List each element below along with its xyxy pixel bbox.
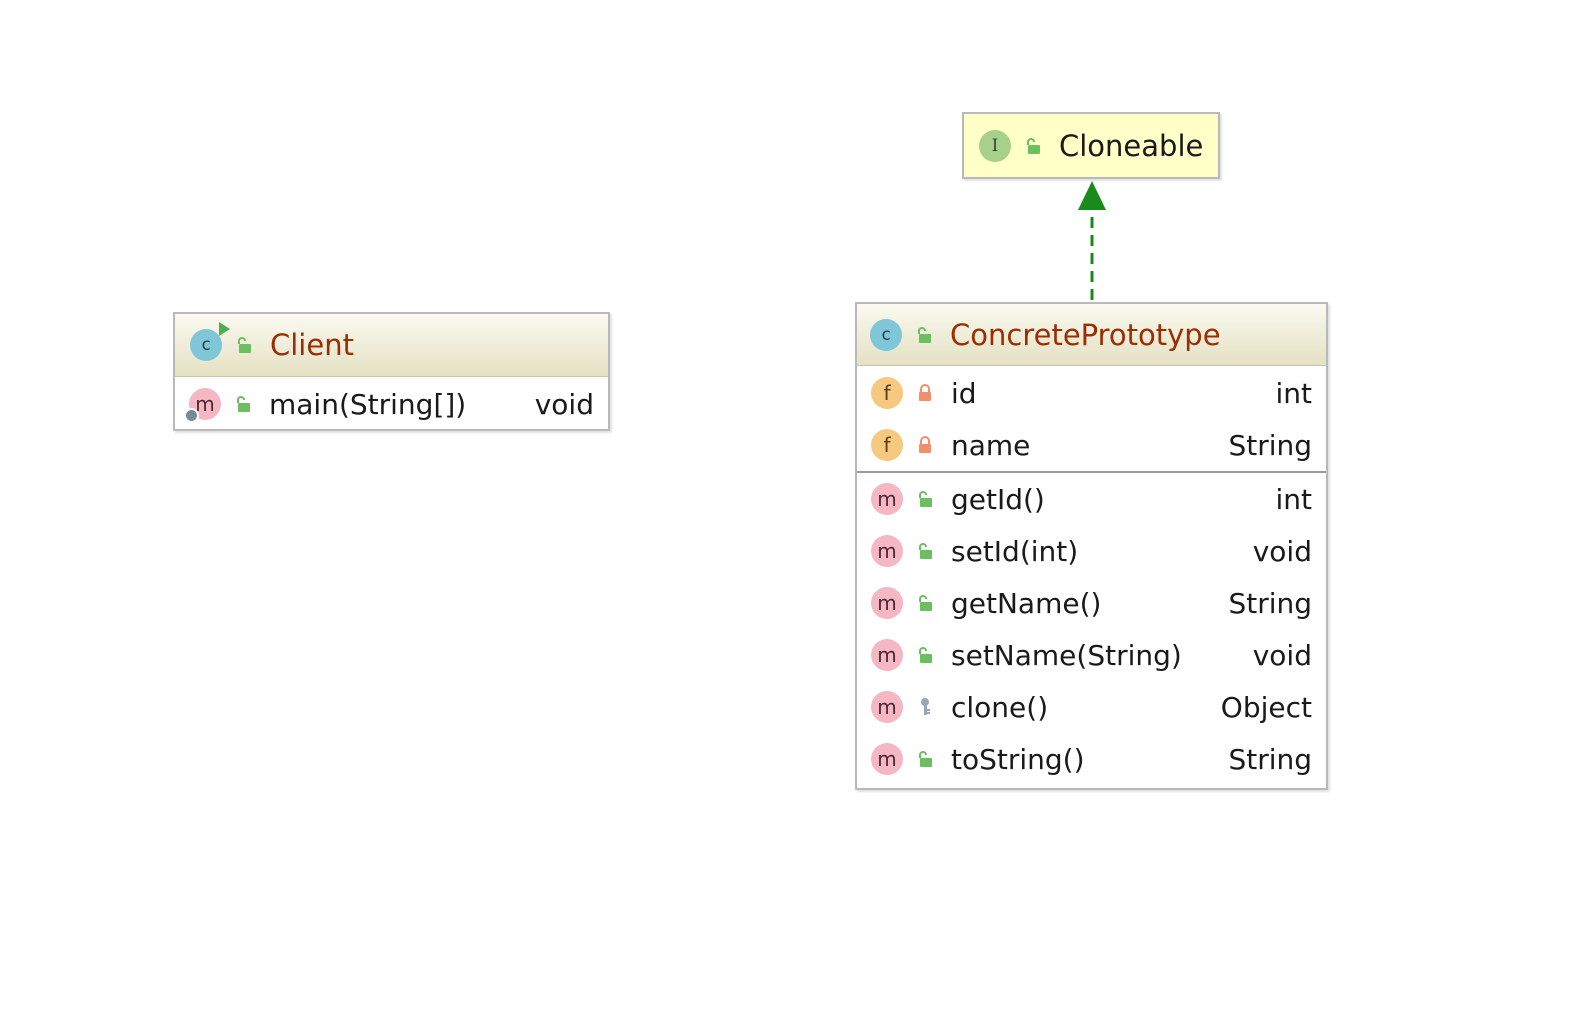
class-name: Client [270, 328, 354, 362]
method-name: setName(String) [951, 638, 1182, 672]
method-row[interactable]: m main(String[]) void [175, 377, 608, 431]
public-unlocked-icon [233, 394, 253, 414]
cloneable-interface-header[interactable]: I Cloneable [964, 114, 1218, 177]
private-lock-icon [915, 383, 935, 403]
method-return-type: void [534, 387, 594, 421]
public-unlocked-icon [1023, 136, 1043, 156]
cloneable-interface-box[interactable]: I Cloneable [962, 112, 1220, 179]
public-unlocked-icon [915, 593, 935, 613]
method-name: main(String[]) [269, 387, 467, 421]
interface-name: Cloneable [1059, 128, 1204, 163]
method-row[interactable]: m setName(String) void [857, 629, 1326, 681]
class-icon: c [870, 318, 902, 351]
field-type: String [1228, 428, 1312, 462]
field-name: id [951, 376, 977, 410]
class-name: ConcretePrototype [950, 317, 1221, 352]
public-unlocked-icon [234, 335, 254, 355]
public-unlocked-icon [915, 489, 935, 509]
static-icon [184, 408, 199, 423]
interface-icon: I [979, 129, 1011, 162]
method-return-type: String [1228, 742, 1312, 776]
client-class-header[interactable]: c Client [175, 314, 608, 377]
field-name: name [951, 428, 1031, 462]
field-row[interactable]: f id int [857, 367, 1326, 419]
method-icon: m [871, 483, 903, 515]
section-divider [857, 471, 1326, 473]
method-return-type: String [1228, 586, 1312, 620]
method-icon: m [184, 388, 221, 423]
method-return-type: void [1252, 638, 1312, 672]
method-icon: m [871, 691, 903, 723]
field-row[interactable]: f name String [857, 419, 1326, 471]
method-icon: m [871, 639, 903, 671]
private-lock-icon [915, 435, 935, 455]
method-row[interactable]: m getName() String [857, 577, 1326, 629]
method-row[interactable]: m toString() String [857, 733, 1326, 785]
method-icon: m [871, 743, 903, 775]
concreteprototype-class-box[interactable]: c ConcretePrototype f id int f name Stri… [855, 302, 1328, 790]
field-icon: f [871, 429, 903, 461]
protected-key-icon [915, 697, 935, 717]
method-name: clone() [951, 690, 1049, 724]
client-class-box[interactable]: c Client m main(String[]) void [173, 312, 610, 431]
public-unlocked-icon [915, 541, 935, 561]
method-icon: m [871, 535, 903, 567]
method-return-type: Object [1220, 690, 1312, 724]
method-row[interactable]: m getId() int [857, 473, 1326, 525]
method-return-type: int [1275, 482, 1312, 516]
method-name: getName() [951, 586, 1102, 620]
concreteprototype-class-header[interactable]: c ConcretePrototype [857, 304, 1326, 366]
public-unlocked-icon [915, 645, 935, 665]
class-icon: c [190, 322, 230, 361]
field-type: int [1275, 376, 1312, 410]
run-icon [219, 322, 230, 336]
realization-arrow-head [1078, 181, 1106, 210]
method-name: toString() [951, 742, 1085, 776]
method-name: getId() [951, 482, 1045, 516]
method-icon: m [871, 587, 903, 619]
method-row[interactable]: m setId(int) void [857, 525, 1326, 577]
method-name: setId(int) [951, 534, 1079, 568]
method-row[interactable]: m clone() Object [857, 681, 1326, 733]
field-icon: f [871, 377, 903, 409]
method-return-type: void [1252, 534, 1312, 568]
public-unlocked-icon [914, 325, 934, 345]
public-unlocked-icon [915, 749, 935, 769]
